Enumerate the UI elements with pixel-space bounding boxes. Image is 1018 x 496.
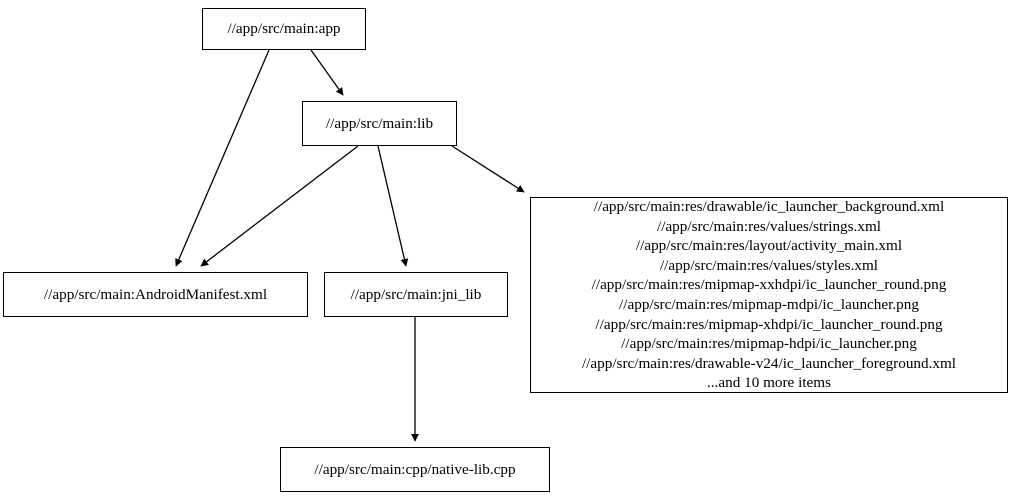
node-app-label: //app/src/main:app xyxy=(227,20,341,38)
edge-lib-to-jni-lib xyxy=(377,145,409,267)
node-native-lib-cpp-label: //app/src/main:cpp/native-lib.cpp xyxy=(314,460,516,478)
node-native-lib-cpp[interactable]: //app/src/main:cpp/native-lib.cpp xyxy=(280,447,550,492)
node-lib[interactable]: //app/src/main:lib xyxy=(302,101,457,146)
node-app[interactable]: //app/src/main:app xyxy=(202,8,366,50)
node-res-group-label: //app/src/main:res/drawable/ic_launcher_… xyxy=(581,198,957,392)
node-res-group[interactable]: //app/src/main:res/drawable/ic_launcher_… xyxy=(530,197,1008,393)
edge-lib-to-manifest xyxy=(200,145,359,267)
node-lib-label: //app/src/main:lib xyxy=(325,114,434,132)
node-android-manifest[interactable]: //app/src/main:AndroidManifest.xml xyxy=(3,272,308,317)
node-android-manifest-label: //app/src/main:AndroidManifest.xml xyxy=(43,285,268,303)
node-jni-lib[interactable]: //app/src/main:jni_lib xyxy=(324,272,508,317)
edge-app-to-lib xyxy=(310,49,344,96)
node-jni-lib-label: //app/src/main:jni_lib xyxy=(350,285,482,303)
edge-app-to-manifest xyxy=(175,49,270,267)
edge-lib-to-res-group xyxy=(451,145,525,193)
